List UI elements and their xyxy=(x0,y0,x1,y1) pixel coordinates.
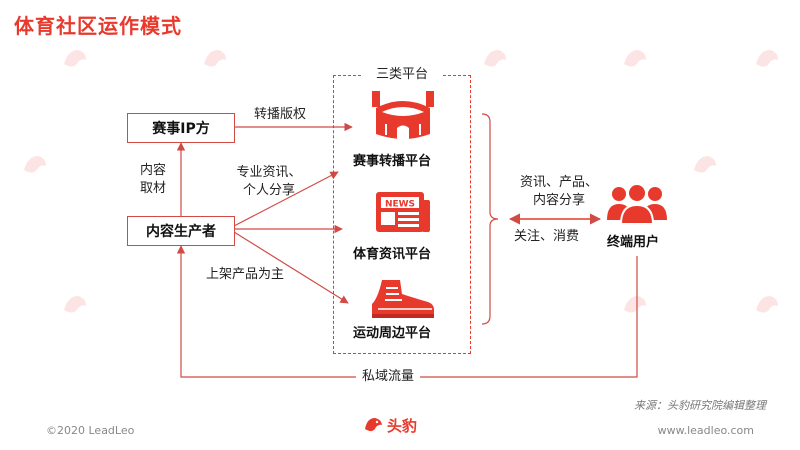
platform-bracket xyxy=(481,113,499,325)
edge-label-to-user: 资讯、产品、 内容分享 xyxy=(514,174,604,210)
edge-label-pro-info: 专业资讯、 个人分享 xyxy=(224,164,314,200)
watermark-icon xyxy=(694,156,716,173)
stadium-icon xyxy=(372,91,434,140)
ip-owner-label: 赛事IP方 xyxy=(152,121,210,137)
source-note: 来源：头豹研究院编辑整理 xyxy=(634,399,766,412)
edge-label-material: 内容 取材 xyxy=(135,162,171,198)
watermark-icon xyxy=(204,50,226,67)
users-icon xyxy=(607,183,667,225)
watermark-icon xyxy=(64,50,86,67)
edge-label-private-traffic: 私域流量 xyxy=(356,368,421,386)
watermark-icon xyxy=(64,296,86,313)
page-title: 体育社区运作模式 xyxy=(14,14,182,38)
watermark-icon xyxy=(624,296,646,313)
platform-frame-title: 三类平台 xyxy=(361,63,443,82)
edge-label-material-line2: 取材 xyxy=(139,181,166,196)
news-icon: NEWS xyxy=(376,192,430,232)
edge-label-material-line1: 内容 xyxy=(139,163,166,178)
watermark-icon xyxy=(756,296,778,313)
edge-label-pro-info-line2: 个人分享 xyxy=(242,183,295,198)
platform-broadcast-label: 赛事转播平台 xyxy=(353,154,432,169)
sneaker-icon xyxy=(372,280,434,318)
watermark-icon xyxy=(24,156,46,173)
footer-logo: 头豹 xyxy=(362,414,417,436)
edge-label-to-user-line1: 资讯、产品、 xyxy=(519,175,598,190)
watermark-icon xyxy=(484,50,506,67)
leopard-logo-icon xyxy=(365,418,382,432)
footer-copyright: ©2020 LeadLeo xyxy=(46,424,135,437)
arrow-producer-merch xyxy=(233,231,349,304)
watermark-icon xyxy=(756,50,778,67)
watermark-icon xyxy=(624,50,646,67)
footer-logo-text: 头豹 xyxy=(387,416,418,435)
edge-label-pro-info-line1: 专业资讯、 xyxy=(236,165,302,180)
arrow-producer-broadcast xyxy=(233,171,339,227)
edge-label-products: 上架产品为主 xyxy=(206,267,285,282)
svg-text:NEWS: NEWS xyxy=(385,200,415,210)
edge-label-from-user: 关注、消费 xyxy=(514,229,580,244)
content-producer-label: 内容生产者 xyxy=(146,224,216,240)
platform-merch-label: 运动周边平台 xyxy=(353,326,432,341)
ip-owner-box: 赛事IP方 xyxy=(127,113,235,143)
edge-label-rights: 转播版权 xyxy=(254,107,307,122)
edge-label-to-user-line2: 内容分享 xyxy=(532,193,585,208)
footer-website: www.leadleo.com xyxy=(657,424,754,437)
content-producer-box: 内容生产者 xyxy=(127,216,235,246)
end-user-label: 终端用户 xyxy=(607,235,660,250)
platform-news-label: 体育资讯平台 xyxy=(353,247,432,262)
